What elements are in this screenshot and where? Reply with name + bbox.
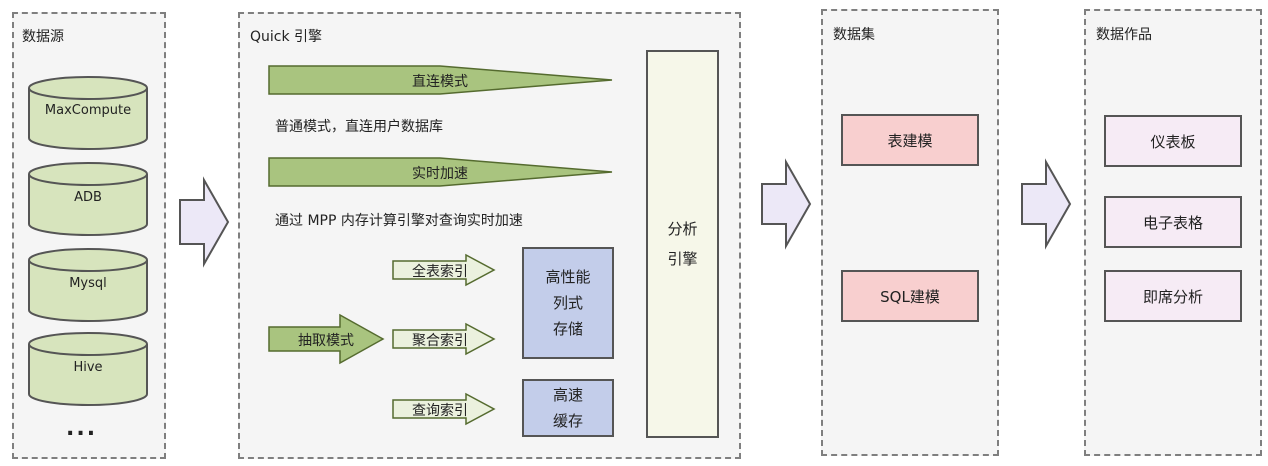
extract-mode-label: 抽取模式: [298, 333, 354, 349]
dashboard-box: 仪表板: [1104, 115, 1242, 167]
extract-mode-arrow: [268, 313, 385, 365]
analysis-engine-box: 分析 引擎: [646, 50, 719, 438]
full-index-arrow: [392, 253, 496, 287]
database-icon-maxcompute: [28, 76, 148, 150]
sql-model-box: SQL建模: [841, 270, 979, 322]
agg-index-label: 聚合索引: [412, 333, 468, 349]
datasource-hive: Hive: [73, 360, 103, 375]
more-datasources-ellipsis: ...: [66, 416, 98, 441]
datasource-adb: ADB: [74, 190, 102, 205]
direct-mode-label: 直连模式: [412, 74, 468, 90]
realtime-accel-arrow: [268, 157, 613, 187]
quick-engine-title: Quick 引擎: [250, 29, 323, 45]
flow-arrow-icon-3: [1021, 158, 1072, 250]
dataset-panel: 数据集: [821, 9, 999, 456]
table-model-box: 表建模: [841, 114, 979, 166]
columnar-storage-box: 高性能 列式 存储: [522, 247, 614, 359]
flow-arrow-icon-2: [761, 158, 812, 250]
query-index-label: 查询索引: [412, 403, 468, 419]
spreadsheet-box: 电子表格: [1104, 196, 1242, 248]
datasource-title: 数据源: [22, 29, 64, 45]
flow-arrow-icon-1: [179, 176, 230, 268]
direct-mode-description: 普通模式，直连用户数据库: [275, 119, 443, 135]
agg-index-arrow: [392, 322, 496, 356]
adhoc-analysis-box: 即席分析: [1104, 270, 1242, 322]
direct-mode-arrow: [268, 65, 613, 95]
datasource-maxcompute: MaxCompute: [44, 103, 132, 118]
realtime-accel-label: 实时加速: [412, 166, 468, 182]
dataset-title: 数据集: [833, 27, 875, 43]
data-works-title: 数据作品: [1096, 27, 1152, 43]
full-index-label: 全表索引: [412, 264, 468, 280]
datasource-mysql: Mysql: [69, 276, 107, 291]
database-icon-adb: [28, 162, 148, 236]
database-icon-hive: [28, 332, 148, 406]
query-index-arrow: [392, 392, 496, 426]
realtime-accel-description: 通过 MPP 内存计算引擎对查询实时加速: [275, 213, 523, 229]
cache-box: 高速 缓存: [522, 379, 614, 437]
database-icon-mysql: [28, 248, 148, 322]
